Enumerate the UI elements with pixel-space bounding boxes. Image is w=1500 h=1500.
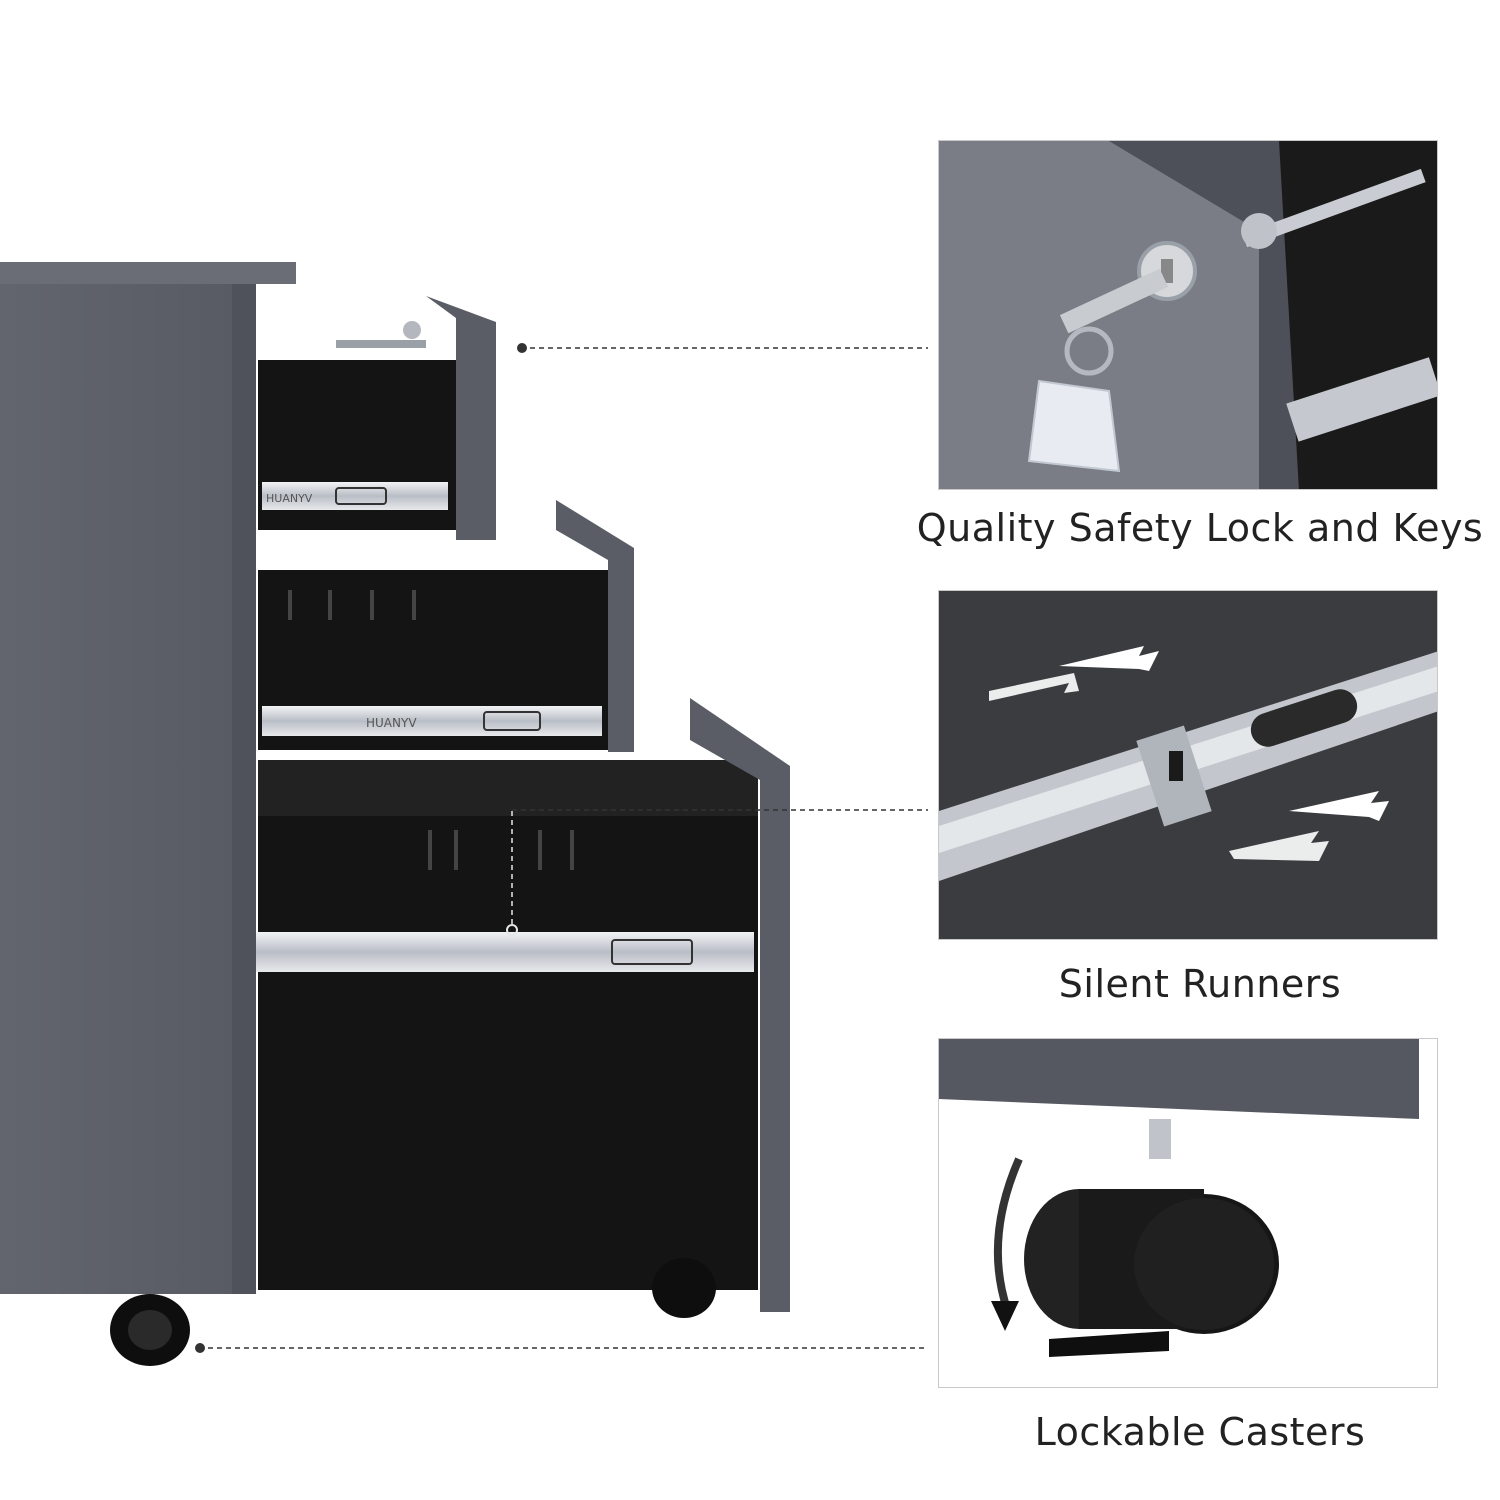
cabinet-illustration: HUANYV HUANYV (0, 262, 790, 1366)
drawer-brand-label-middle: HUANYV (366, 716, 417, 730)
callout-caption-casters: Lockable Casters (1034, 1410, 1366, 1454)
front-caster (110, 1294, 190, 1366)
middle-drawer: HUANYV (258, 500, 634, 752)
callout-caption-lock: Quality Safety Lock and Keys (916, 506, 1484, 550)
runner-latch-icon (1136, 725, 1212, 827)
key-icon (1027, 268, 1169, 473)
callout-lock-image (938, 140, 1438, 490)
callout-casters-image (938, 1038, 1438, 1388)
drawer-brand-label-top: HUANYV (266, 492, 313, 505)
lock-bolt-icon (1241, 168, 1426, 249)
callout-runners-image (938, 590, 1438, 940)
caster-lock-lever-icon (1049, 1331, 1169, 1357)
cabinet-body (0, 262, 296, 1294)
caster-wheel-icon (1024, 1189, 1279, 1334)
rear-caster (652, 1258, 716, 1318)
slide-arrows-bottom-icon (1229, 791, 1389, 861)
top-drawer: HUANYV (258, 296, 496, 540)
bottom-drawer (256, 698, 790, 1312)
rotation-arrow-icon (991, 1157, 1023, 1331)
callout-caption-runners: Silent Runners (1058, 962, 1342, 1006)
slide-arrows-top-icon (989, 646, 1159, 701)
